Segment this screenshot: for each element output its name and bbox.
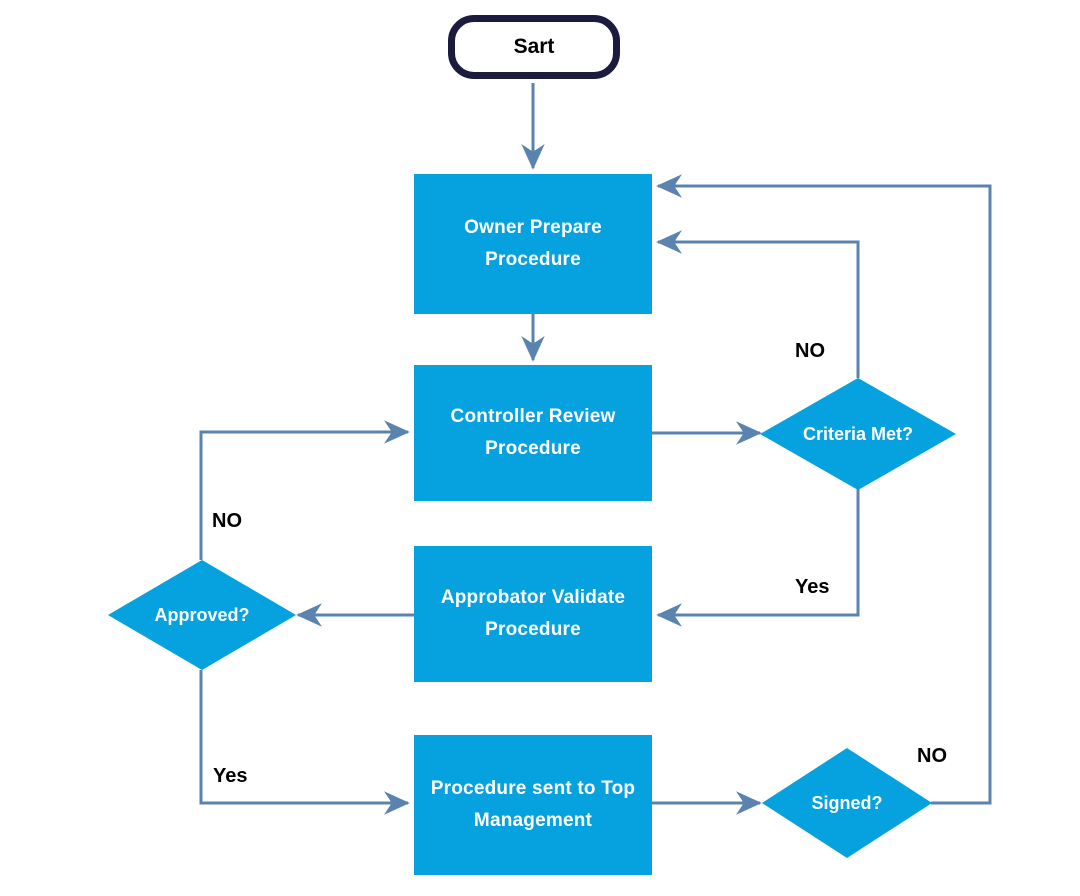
node-start[interactable]: Sart bbox=[448, 15, 620, 79]
edge-criteria-yes-to-approbator bbox=[656, 489, 860, 627]
node-approbator-validate-procedure[interactable]: Approbator Validate Procedure bbox=[414, 546, 652, 682]
node-controller-review-procedure[interactable]: Controller Review Procedure bbox=[414, 365, 652, 501]
node-owner-prepare-procedure[interactable]: Owner Prepare Procedure bbox=[414, 174, 652, 314]
edge-label-approved-yes: Yes bbox=[213, 765, 248, 787]
edge-label-signed-no: NO bbox=[917, 745, 947, 767]
node-criteria-met-decision[interactable]: Criteria Met? bbox=[760, 378, 956, 490]
edge-label-approved-no: NO bbox=[212, 510, 242, 532]
node-approved-decision[interactable]: Approved? bbox=[108, 560, 296, 670]
node-signed-decision[interactable]: Signed? bbox=[762, 748, 932, 858]
diamond-shape bbox=[762, 748, 932, 858]
edge-criteria-no-to-owner bbox=[656, 230, 860, 378]
diamond-shape bbox=[760, 378, 956, 490]
edge-signed-no-to-owner bbox=[656, 174, 992, 805]
edge-label-criteria-yes: Yes bbox=[795, 576, 830, 598]
diamond-shape bbox=[108, 560, 296, 670]
edge-label-criteria-no: NO bbox=[795, 340, 825, 362]
edge-approved-no-to-controller bbox=[199, 420, 410, 560]
node-procedure-sent-to-top-management[interactable]: Procedure sent to Top Management bbox=[414, 735, 652, 875]
edge-approved-yes-to-top-management bbox=[199, 670, 410, 815]
